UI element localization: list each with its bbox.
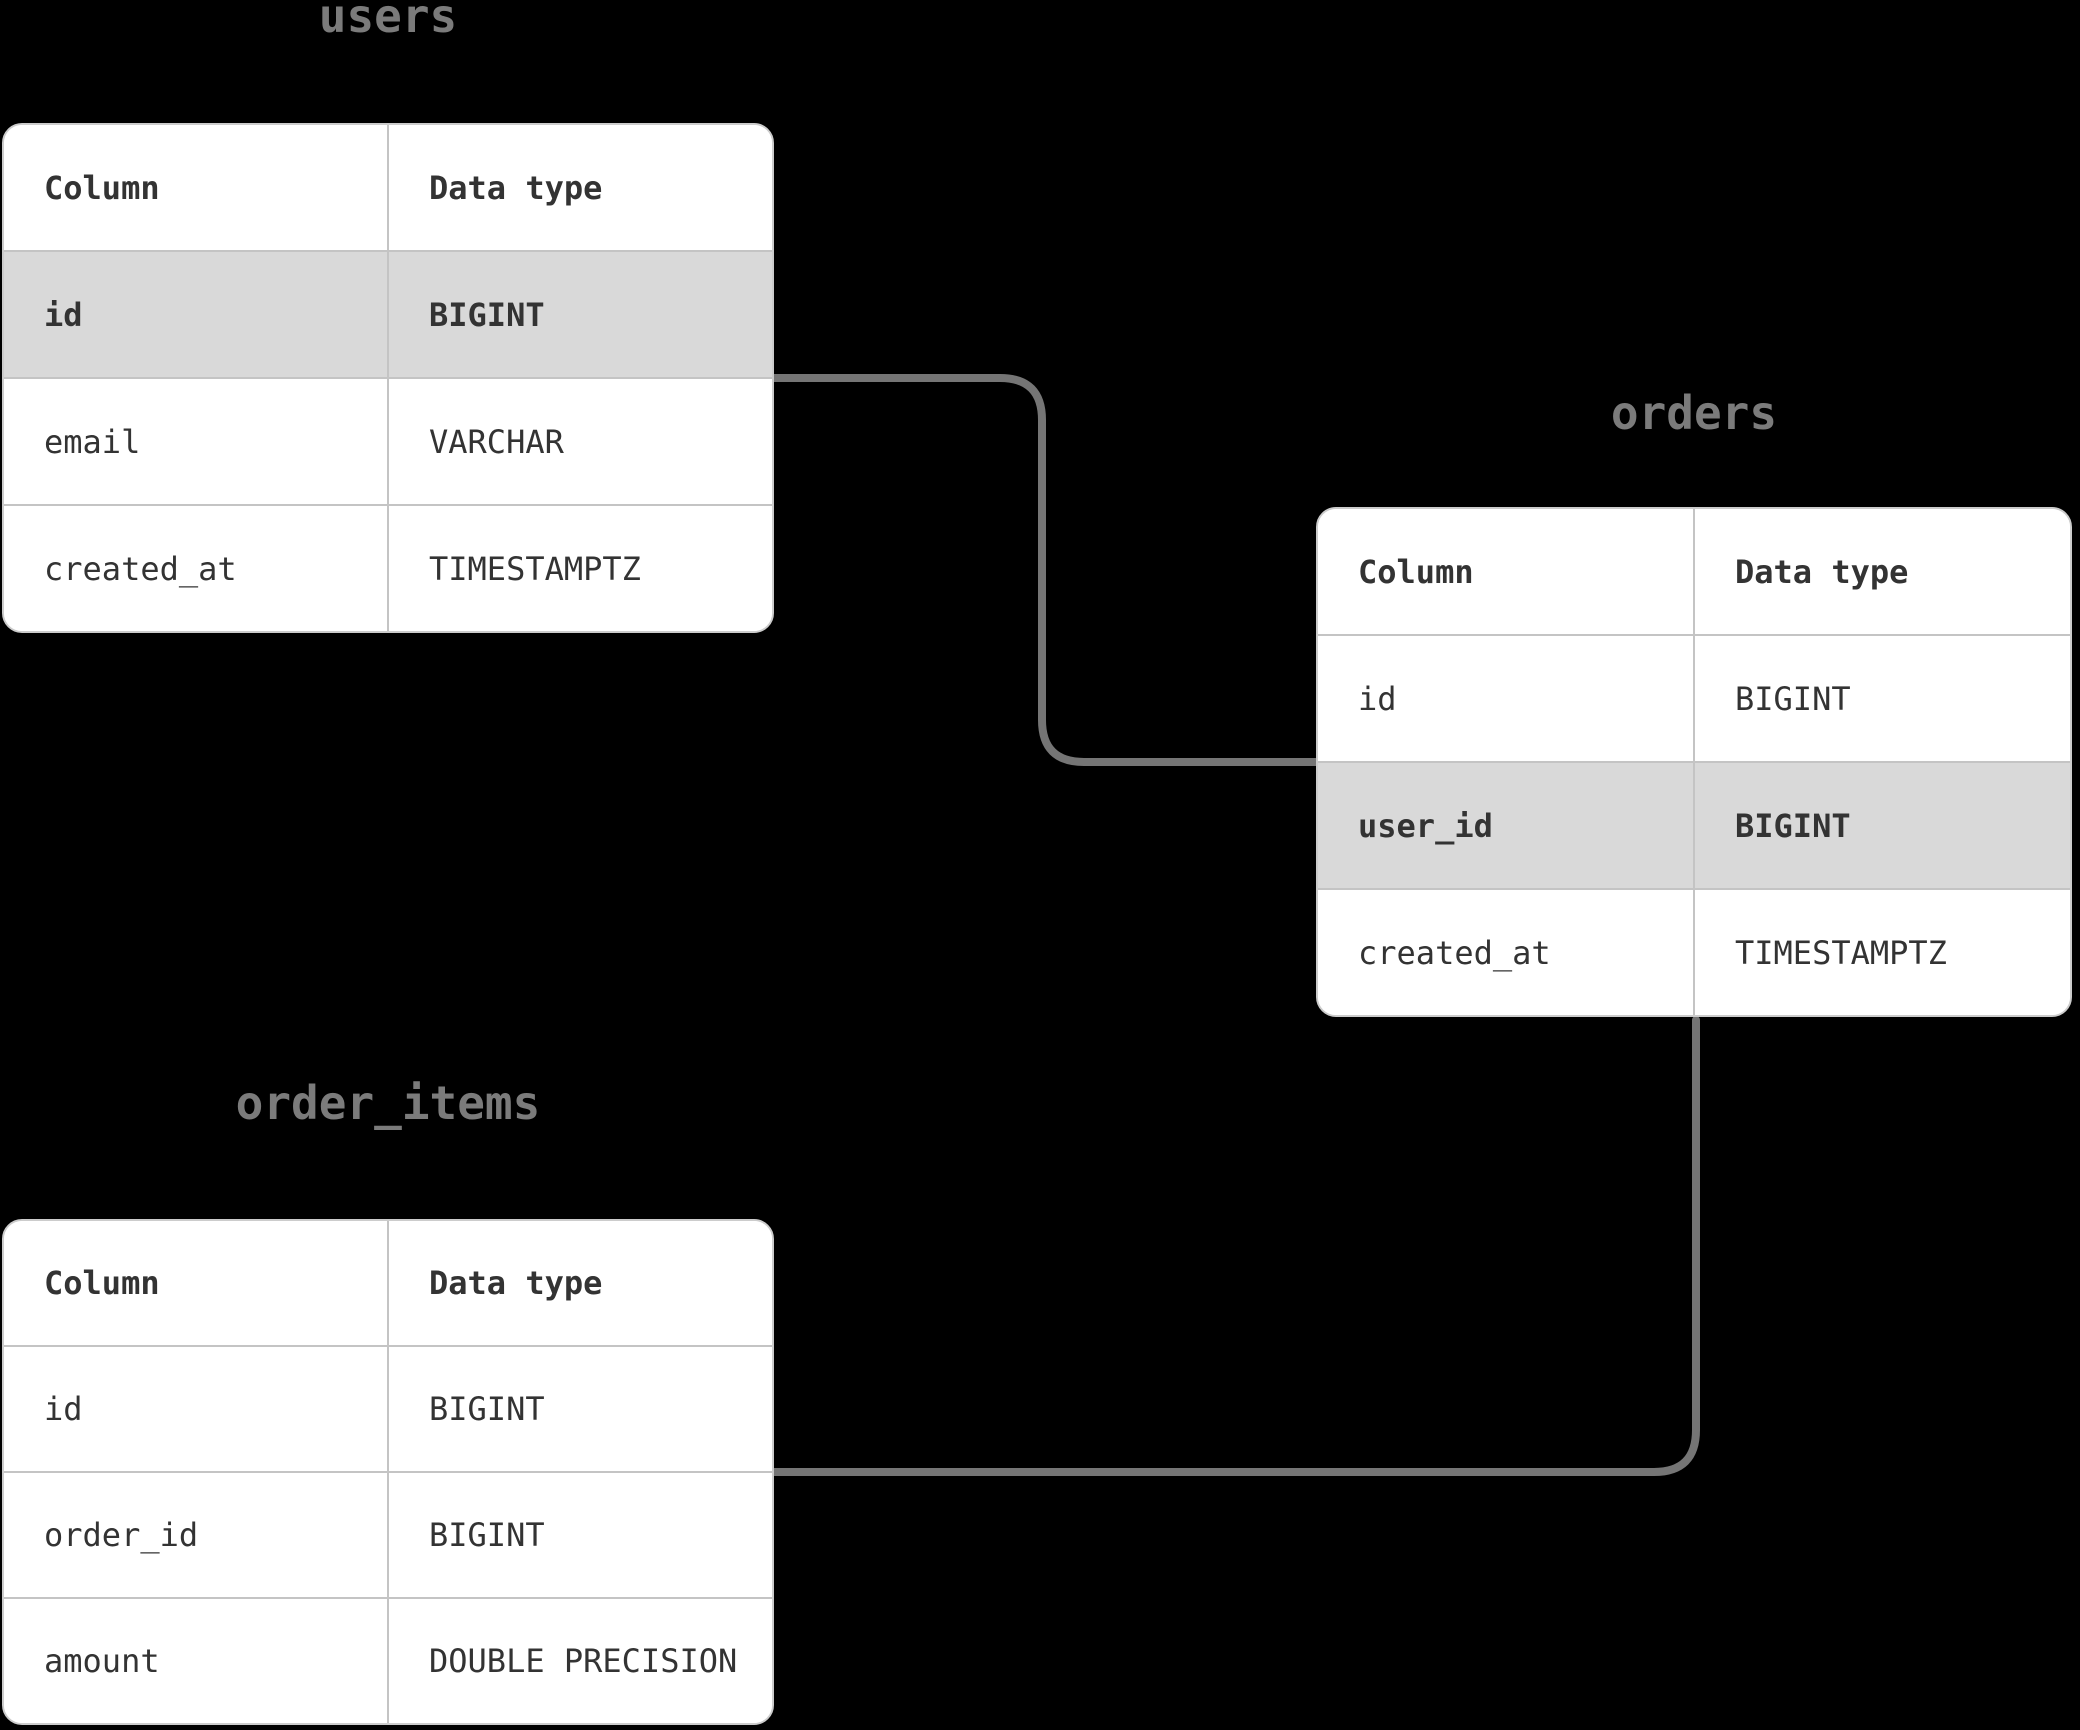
cell-column-name: id: [1318, 636, 1695, 761]
cell-data-type: TIMESTAMPTZ: [429, 549, 641, 588]
cell-column-name: email: [4, 379, 389, 504]
table-row-orders-user-id: user_id BIGINT: [1318, 761, 2070, 888]
cell-data-type: BIGINT: [429, 1516, 545, 1554]
table-title-order-items: order_items: [235, 1076, 541, 1130]
table-card-users[interactable]: Column Data type id BIGINT email VARCHAR…: [2, 123, 774, 633]
table-row-orders-id: id BIGINT: [1318, 634, 2070, 761]
cell-data-type: BIGINT: [429, 295, 545, 334]
table-card-order-items[interactable]: Column Data type id BIGINT order_id BIGI…: [2, 1219, 774, 1725]
table-row-order-items-amount: amount DOUBLE PRECISION: [4, 1597, 772, 1723]
cell-data-type: DOUBLE PRECISION: [429, 1642, 738, 1680]
cell-column-name: id: [4, 252, 389, 377]
header-column-label: Column: [1318, 509, 1695, 634]
table-card-orders[interactable]: Column Data type id BIGINT user_id BIGIN…: [1316, 507, 2072, 1017]
header-type-label: Data type: [1735, 552, 1909, 591]
cell-column-name: created_at: [1318, 890, 1695, 1015]
table-header-row: Column Data type: [4, 125, 772, 250]
cell-column-name: order_id: [4, 1473, 389, 1597]
table-row-users-email: email VARCHAR: [4, 377, 772, 504]
header-type-label: Data type: [429, 168, 603, 207]
cell-column-name: id: [4, 1347, 389, 1471]
table-title-orders: orders: [1610, 386, 1778, 440]
table-row-order-items-id: id BIGINT: [4, 1345, 772, 1471]
cell-data-type: BIGINT: [1735, 806, 1851, 845]
connector-users-orders[interactable]: [770, 374, 1320, 766]
cell-column-name: user_id: [1318, 763, 1695, 888]
table-row-orders-created-at: created_at TIMESTAMPTZ: [1318, 888, 2070, 1015]
table-row-users-created-at: created_at TIMESTAMPTZ: [4, 504, 772, 631]
cell-column-name: created_at: [4, 506, 389, 631]
header-column-label: Column: [4, 1221, 389, 1345]
connector-orders-order-items[interactable]: [770, 1016, 1700, 1476]
table-row-users-id: id BIGINT: [4, 250, 772, 377]
cell-data-type: VARCHAR: [429, 422, 564, 461]
table-header-row: Column Data type: [1318, 509, 2070, 634]
header-type-label: Data type: [429, 1264, 603, 1302]
table-title-users: users: [318, 0, 458, 43]
table-row-order-items-order-id: order_id BIGINT: [4, 1471, 772, 1597]
table-header-row: Column Data type: [4, 1221, 772, 1345]
header-column-label: Column: [4, 125, 389, 250]
cell-column-name: amount: [4, 1599, 389, 1723]
cell-data-type: BIGINT: [1735, 679, 1851, 718]
cell-data-type: BIGINT: [429, 1390, 545, 1428]
cell-data-type: TIMESTAMPTZ: [1735, 933, 1947, 972]
